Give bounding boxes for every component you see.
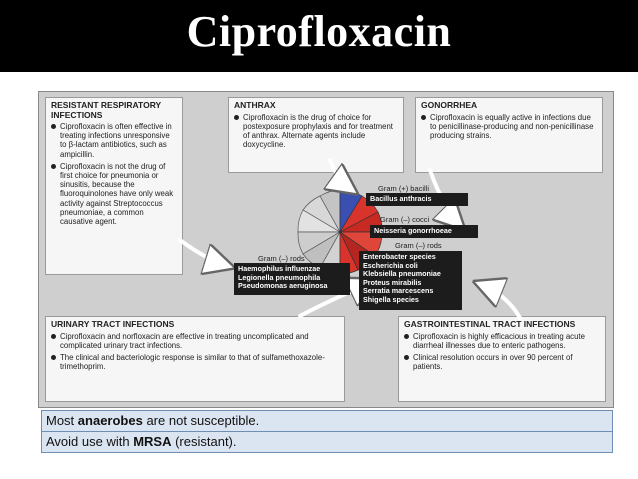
organism-bacillus-anthracis: Bacillus anthracis (370, 194, 432, 203)
gi-item-1: Ciprofloxacin is highly efficacious in t… (404, 332, 600, 350)
note-1-bold: anaerobes (77, 413, 143, 428)
arrows (178, 158, 522, 320)
anthrax-organism-box: Bacillus anthracis (366, 193, 468, 206)
notes-table: Most anaerobes are not susceptible. Avoi… (41, 410, 613, 453)
respiratory-organisms-box: Haemophilus influenzae Legionella pneumo… (234, 263, 350, 295)
note-2-bold: MRSA (133, 434, 172, 449)
gonorrhea-item-1: Ciprofloxacin is equally active in infec… (421, 113, 597, 141)
arrow-gi (480, 284, 522, 320)
arrow-to-anthrax (330, 158, 352, 190)
respiratory-item-1: Ciprofloxacin is often effective in trea… (51, 122, 177, 159)
gram-pos-bacilli-label: Gram (+) bacilli (378, 184, 430, 193)
gonorrhea-heading: GONORRHEA (421, 100, 478, 110)
organism-escherichia-coli: Escherichia coli (363, 260, 418, 270)
organism-neisseria-gonorrhoeae: Neisseria gonorrhoeae (374, 226, 452, 235)
note-1-text-pre: Most (46, 413, 78, 428)
anthrax-panel: ANTHRAX Ciprofloxacin is the drug of cho… (228, 97, 404, 173)
gram-neg-cocci-label: Gram (–) cocci (380, 215, 430, 224)
anthrax-item-1: Ciprofloxacin is the drug of choice for … (234, 113, 398, 150)
respiratory-item-2: Ciprofloxacin is not the drug of first c… (51, 162, 177, 226)
slide-title: Ciprofloxacin (186, 7, 452, 56)
organism-pseudomonas: Pseudomonas aeruginosa (238, 281, 328, 291)
organism-proteus: Proteus mirabilis (363, 277, 422, 287)
urinary-item-1: Ciprofloxacin and norfloxacin are effect… (51, 332, 339, 350)
gi-heading: GASTROINTESTINAL TRACT INFECTIONS (404, 319, 576, 329)
title-bar: Ciprofloxacin (0, 0, 638, 72)
gram-neg-rods-right-label: Gram (–) rods (395, 241, 442, 250)
gram-neg-rods-left-label: Gram (–) rods (258, 254, 305, 263)
note-2-text-post: (resistant). (171, 434, 237, 449)
gi-panel: GASTROINTESTINAL TRACT INFECTIONS Ciprof… (398, 316, 606, 402)
organism-enterobacter: Enterobacter species (363, 252, 436, 261)
note-row-anaerobes: Most anaerobes are not susceptible. (42, 411, 612, 432)
organism-shigella: Shigella species (363, 294, 419, 304)
gonorrhea-organism-box: Neisseria gonorrhoeae (370, 225, 478, 238)
enteric-organisms-box: Enterobacter species Escherichia coli Kl… (359, 251, 462, 310)
urinary-panel: URINARY TRACT INFECTIONS Ciprofloxacin a… (45, 316, 345, 402)
respiratory-heading: RESISTANT RESPIRATORY INFECTIONS (51, 100, 162, 120)
gonorrhea-panel: GONORRHEA Ciprofloxacin is equally activ… (415, 97, 603, 173)
respiratory-panel: RESISTANT RESPIRATORY INFECTIONS Ciprofl… (45, 97, 183, 275)
organism-haemophilus: Haemophilus influenzae (238, 264, 321, 273)
organism-serratia: Serratia marcescens (363, 286, 434, 296)
gi-item-2: Clinical resolution occurs in over 90 pe… (404, 353, 600, 371)
note-1-text-post: are not susceptible. (142, 413, 260, 428)
anthrax-heading: ANTHRAX (234, 100, 276, 110)
note-row-mrsa: Avoid use with MRSA (resistant). (42, 432, 612, 452)
organism-klebsiella: Klebsiella pneumoniae (363, 269, 441, 279)
arrow-to-gonorrhea (428, 168, 460, 225)
organism-legionella: Legionella pneumophila (238, 272, 321, 282)
urinary-item-2: The clinical and bacteriologic response … (51, 353, 339, 371)
urinary-heading: URINARY TRACT INFECTIONS (51, 319, 175, 329)
arrow-respiratory (178, 238, 228, 266)
note-2-text-pre: Avoid use with (46, 434, 134, 449)
